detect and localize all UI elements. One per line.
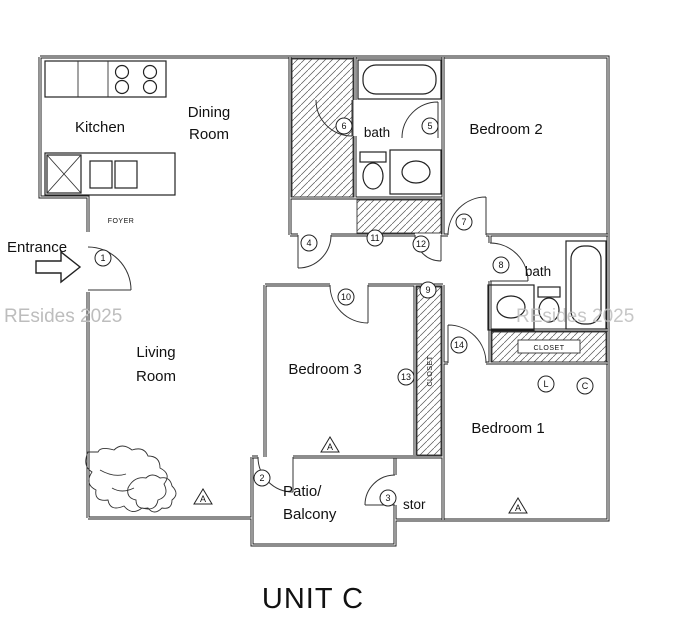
door-marker (421, 117, 439, 135)
door-marker-label: 6 (341, 121, 346, 131)
bath-top-right-door-arc (401, 101, 439, 139)
door-marker (492, 256, 510, 274)
room-labels: Kitchen Dining Room bath Bedroom 2 Livin… (7, 104, 551, 523)
room-label-dining-2: Room (189, 126, 229, 143)
bedroom1-door-arc (447, 324, 487, 364)
bathtub-top-basin (362, 64, 437, 95)
door-marker-label: 2 (259, 473, 264, 483)
window-marker (320, 436, 340, 453)
door-marker (366, 229, 384, 247)
toilet-bowl-right (538, 297, 560, 323)
bath-right-door-arc (489, 242, 529, 282)
bedroom2-door-arc (447, 196, 487, 236)
entrance-arrow-icon (35, 250, 82, 284)
door-marker-label: 10 (341, 292, 351, 302)
sink-basin-top (401, 160, 431, 184)
door-marker (419, 281, 437, 299)
hall-bath-door-arc (297, 234, 332, 269)
window-marker-label: A (200, 494, 206, 504)
linen-closet-hatch (356, 199, 442, 234)
room-label-bedroom2: Bedroom 2 (469, 121, 542, 138)
door-marker (300, 234, 318, 252)
door-marker (94, 249, 112, 267)
bathtub-right-basin (570, 245, 602, 325)
bedroom3-door-arc (329, 284, 369, 324)
vanity-right (487, 284, 535, 331)
door-marker (412, 235, 430, 253)
room-label-bath-top: bath (364, 125, 390, 140)
callout-marker-label: C (582, 381, 589, 391)
toilet-tank-right (537, 286, 561, 298)
door-marker-label: 12 (416, 239, 426, 249)
kitchen-sink-bowl (89, 160, 113, 189)
door-marker-label: 14 (454, 340, 464, 350)
room-label-living-1: Living (136, 344, 175, 361)
door-marker-label: 11 (370, 233, 379, 243)
callout-marker-label: L (543, 379, 548, 389)
bath-top-left-door-arc (315, 99, 353, 137)
bathtub-top (357, 59, 442, 100)
plant-decoration (85, 445, 177, 513)
door-marker (450, 336, 468, 354)
door-marker-label: 3 (385, 493, 390, 503)
plant-blob (85, 445, 168, 512)
bathtub-right (565, 240, 607, 330)
closet-areas: CLOSET CLOSET (291, 58, 607, 456)
door-marker-label: 5 (427, 121, 432, 131)
door-marker (335, 117, 353, 135)
room-label-bath-right: bath (525, 264, 551, 279)
callout-marker (576, 377, 594, 395)
window-marker (193, 488, 213, 505)
bath-top-fixtures (357, 59, 442, 195)
room-label-patio-1: Patio/ (283, 483, 322, 500)
door-marker-label: 9 (425, 285, 430, 295)
entrance-door-arc (87, 246, 132, 291)
door-marker-label: 1 (100, 253, 105, 263)
dishwasher (46, 154, 82, 194)
kitchen-sink-bowl (114, 160, 138, 189)
door-marker (397, 368, 415, 386)
door-marker (253, 469, 271, 487)
plant-blob (127, 474, 177, 513)
unit-title: UNIT C (262, 583, 364, 615)
room-label-storage: stor (403, 497, 426, 512)
room-label-foyer: FOYER (108, 218, 135, 225)
door-marker (337, 288, 355, 306)
sink-basin-right (496, 295, 526, 319)
plant-leaves (99, 469, 135, 492)
bath-right-fixtures (487, 240, 607, 331)
room-label-kitchen: Kitchen (75, 119, 125, 136)
kitchen-fixtures (44, 60, 176, 196)
toilet-tank-top (359, 151, 387, 163)
door-marker (379, 489, 397, 507)
window-marker (508, 497, 528, 514)
door-marker-label: 13 (401, 372, 411, 382)
window-marker-label: A (515, 503, 521, 513)
room-label-bedroom3: Bedroom 3 (288, 361, 361, 378)
stove-burner-icon (142, 79, 158, 95)
watermark-left: REsides 2025 (4, 306, 122, 327)
closet-label-box (517, 339, 581, 354)
stove-burner-icon (142, 64, 158, 80)
door-marker-label: 7 (461, 217, 466, 227)
window-marker-label: A (327, 442, 333, 452)
closet-column-label: CLOSET (427, 355, 434, 386)
stove-burner-icon (114, 64, 130, 80)
toilet-bowl-top (362, 162, 384, 190)
stove-burner-icon (114, 79, 130, 95)
vanity-top (389, 149, 442, 195)
entrance-label: Entrance (7, 239, 67, 256)
door-markers: 1 2 3 4 5 6 7 8 9 10 11 12 13 14 L C A A (94, 117, 594, 514)
callout-marker (537, 375, 555, 393)
room-label-bedroom1: Bedroom 1 (471, 420, 544, 437)
watermark-right: REsides 2025 (516, 306, 634, 327)
door-marker (455, 213, 473, 231)
room-label-living-2: Room (136, 368, 176, 385)
door-marker-label: 4 (306, 238, 311, 248)
dishwasher-cross (46, 154, 82, 194)
door-marker-label: 8 (498, 260, 503, 270)
closet-right-label: CLOSET (533, 345, 564, 352)
room-label-dining-1: Dining (188, 104, 231, 121)
room-label-patio-2: Balcony (283, 506, 337, 523)
